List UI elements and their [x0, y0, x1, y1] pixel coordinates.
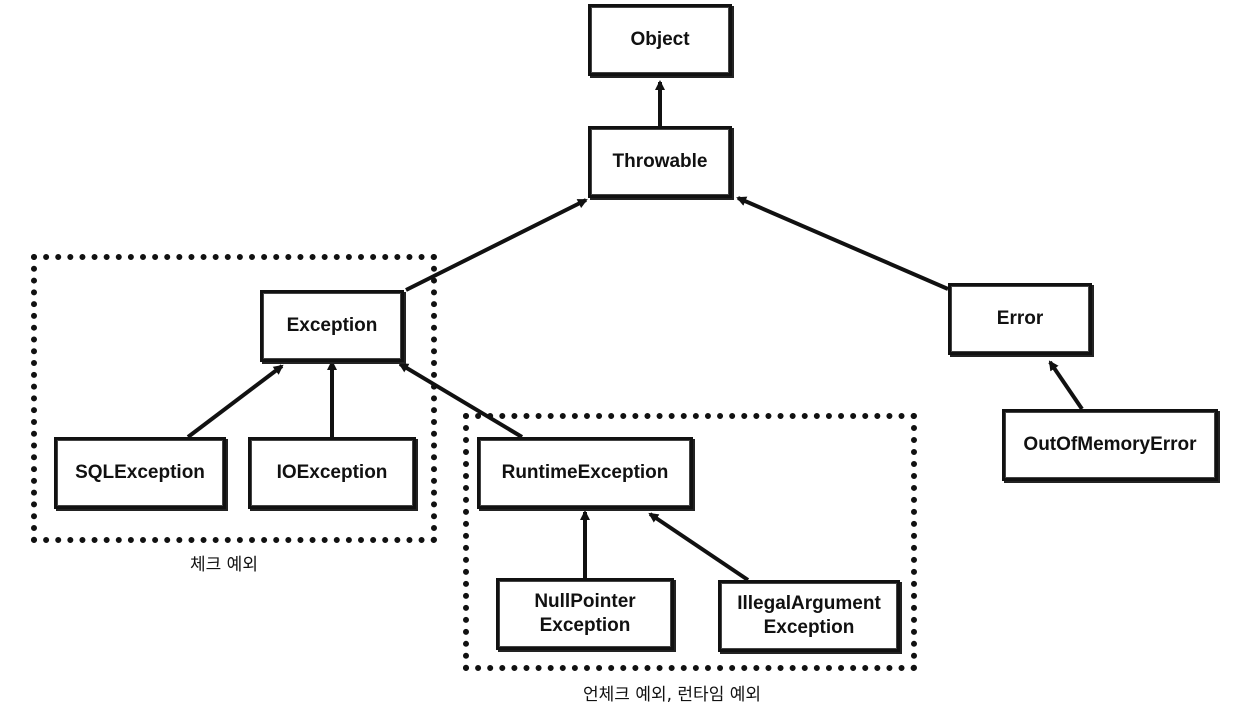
nullpointerexception-label-line2: Exception [539, 615, 631, 636]
arrow-error-to-throwable [736, 196, 949, 291]
throwable-node: Throwable [588, 126, 732, 198]
runtimeexception-label: RuntimeException [501, 462, 669, 484]
arrow-runtimeexception-to-exception [398, 362, 524, 439]
object-node: Object [588, 4, 732, 76]
sqlexception-label: SQLException [75, 462, 205, 484]
outofmemoryerror-label: OutOfMemoryError [1023, 434, 1197, 456]
arrow-sqlexception-to-exception [186, 364, 284, 439]
nullpointerexception-label-line1: NullPointer [534, 591, 636, 613]
checked-exception-group [31, 254, 437, 543]
object-label: Object [630, 29, 690, 51]
unchecked-exception-group [463, 413, 917, 671]
ioexception-label: IOException [276, 462, 388, 484]
unchecked-exception-caption: 언체크 예외, 런타임 예외 [583, 685, 762, 705]
arrow-outofmemoryerror-to-error [1048, 360, 1084, 411]
illegalargumentexception-label-line1: IllegalArgument [737, 593, 881, 615]
error-node: Error [948, 283, 1092, 355]
outofmemoryerror-node: OutOfMemoryError [1002, 409, 1218, 481]
throwable-label: Throwable [612, 151, 708, 173]
exception-node: Exception [260, 290, 404, 362]
checked-exception-caption: 체크 예외 [190, 555, 258, 575]
sqlexception-node: SQLException [54, 437, 226, 509]
error-label: Error [996, 308, 1044, 330]
illegalargumentexception-node: IllegalArgument Exception [718, 580, 900, 652]
nullpointerexception-node: NullPointer Exception [496, 578, 674, 650]
illegalargumentexception-label-line2: Exception [763, 617, 855, 638]
arrow-illegalargumentexception-to-runtimeexception [648, 512, 750, 582]
runtimeexception-node: RuntimeException [477, 437, 693, 509]
exception-label: Exception [286, 315, 378, 337]
ioexception-node: IOException [248, 437, 416, 509]
